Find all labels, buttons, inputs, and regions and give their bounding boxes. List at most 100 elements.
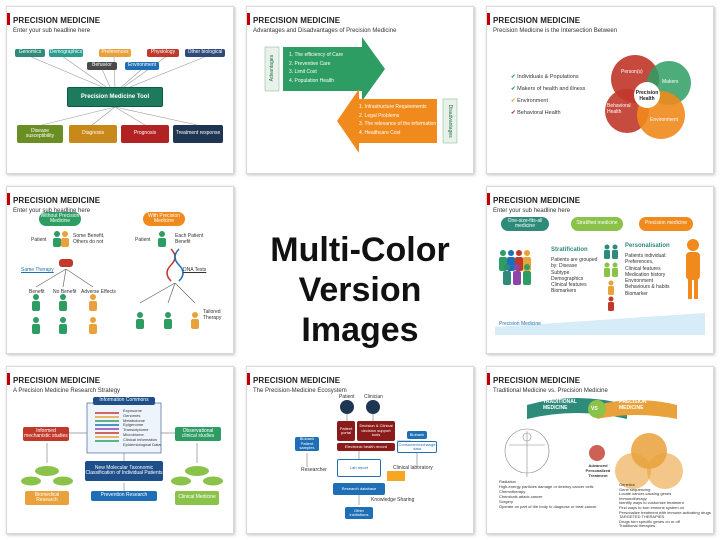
venn-makers: Makers bbox=[662, 79, 679, 85]
slide-subtitle: The Precision-Medicine Ecosystem bbox=[253, 388, 347, 394]
slide-title: PRECISION MEDICINE bbox=[253, 16, 341, 25]
slide-title: PRECISION MEDICINE bbox=[493, 196, 581, 205]
slide-subtitle: Advantages and Disadvantages of Precisio… bbox=[253, 28, 397, 34]
title-accent-bar bbox=[487, 193, 490, 205]
check-list: ✔ Individuals & Populations ✔ Makers of … bbox=[511, 71, 585, 119]
patient-role: Patient bbox=[339, 394, 355, 400]
center-heading: Multi-Color Version Images bbox=[246, 230, 474, 350]
input-genomics: Genomics bbox=[15, 49, 45, 57]
tailored-therapy-label: Tailored Therapy bbox=[203, 309, 222, 322]
checkmark-icon: ✔ bbox=[511, 86, 518, 93]
slide-title: PRECISION MEDICINE bbox=[13, 196, 101, 205]
slide-thumbnail-4[interactable]: PRECISION MEDICINE Enter your sub headli… bbox=[6, 186, 234, 354]
without-badge: Without Precision Medicine bbox=[39, 212, 81, 226]
advantage-item: 1. The efficiency of Care bbox=[289, 52, 344, 58]
patient-portal: Patient portal bbox=[337, 421, 355, 441]
slide-title: PRECISION MEDICINE bbox=[13, 376, 101, 385]
each-benefit-label: Each Patient Benefit bbox=[175, 233, 204, 246]
slide-subtitle: Enter your sub headline here bbox=[13, 208, 91, 214]
electronic-health-record: Electronic health record bbox=[337, 443, 395, 451]
researcher-label: Researcher bbox=[301, 467, 327, 473]
title-accent-bar bbox=[247, 373, 250, 385]
checkmark-icon: ✔ bbox=[511, 98, 518, 105]
input-preferences: Preferences bbox=[99, 49, 131, 57]
output-disease-susceptibility: Disease susceptibility bbox=[17, 125, 63, 143]
slide-title: PRECISION MEDICINE bbox=[493, 376, 581, 385]
venn-diagram bbox=[605, 55, 691, 139]
output-prognosis: Prognosis bbox=[121, 125, 169, 143]
outcome-no-benefit: No Benefit bbox=[53, 289, 77, 295]
slide-thumbnail-2[interactable]: PRECISION MEDICINE Advantages and Disadv… bbox=[246, 6, 474, 174]
disadvantage-item: 4. Healthcare Cost bbox=[359, 129, 401, 136]
title-accent-bar bbox=[7, 373, 10, 385]
slide-thumbnail-1[interactable]: PRECISION MEDICINE Enter your sub headli… bbox=[6, 6, 234, 174]
disadvantage-item: 2. Legal Problems bbox=[359, 112, 400, 119]
population-figures bbox=[495, 239, 705, 335]
prevention-research: Prevention Research bbox=[91, 491, 157, 501]
slide-thumbnail-8[interactable]: PRECISION MEDICINE Traditional Medicine … bbox=[486, 366, 714, 534]
input-demographics: Demographics bbox=[49, 49, 83, 57]
research-strategy-diagram bbox=[21, 402, 223, 491]
title-accent-bar bbox=[7, 13, 10, 25]
some-benefit-label: Some Benefit, Others do not bbox=[73, 233, 105, 246]
check-item: ✔ Individuals & Populations bbox=[511, 74, 579, 80]
personalisation-label: Personalisation bbox=[625, 243, 670, 249]
research-database: Research database bbox=[333, 483, 385, 495]
biobank-box: Biobank bbox=[407, 431, 427, 439]
slide-thumbnail-3[interactable]: PRECISION MEDICINE Precision Medicine is… bbox=[486, 6, 714, 174]
slide-title: PRECISION MEDICINE bbox=[253, 376, 341, 385]
precision-medicine-arrow-label: Precision Medicine bbox=[499, 321, 541, 327]
same-therapy-label: Same Therapy bbox=[21, 267, 54, 273]
advantage-item: 3. Limit Cost bbox=[289, 69, 317, 75]
slide-title: PRECISION MEDICINE bbox=[13, 16, 101, 25]
disadvantage-item: 1. Infrastructure Requirements bbox=[359, 104, 427, 110]
advantage-item: 4. Population Health bbox=[289, 77, 335, 84]
taxonomy-box: New Molecular Taxonomic Classification o… bbox=[85, 461, 163, 481]
output-treatment-response: Treatment response bbox=[173, 125, 223, 143]
check-item: ✔ Environment bbox=[511, 98, 549, 105]
precision-medicine-tool: Precision Medicine Tool bbox=[67, 87, 163, 107]
slide-thumbnail-6[interactable]: PRECISION MEDICINE A Precision Medicine … bbox=[6, 366, 234, 534]
patient-label-left: Patient bbox=[31, 237, 47, 243]
slide-subtitle: Enter your sub headline here bbox=[13, 28, 91, 34]
slide-thumbnail-7[interactable]: PRECISION MEDICINE The Precision-Medicin… bbox=[246, 366, 474, 534]
input-behavior: Behavior bbox=[87, 62, 117, 70]
banner-precision: PRECISION MEDICINE bbox=[619, 399, 647, 412]
title-accent-bar bbox=[7, 193, 10, 205]
venn-person: Person(s) bbox=[621, 69, 643, 75]
banner-traditional: TRADITIONAL MEDICINE bbox=[543, 399, 577, 412]
advantages-list: 1. The efficiency of Care 2. Preventive … bbox=[289, 51, 343, 85]
venn-center: Precision Health bbox=[635, 90, 659, 103]
connector-lines bbox=[28, 55, 208, 126]
information-commons: Information Commons bbox=[93, 397, 155, 405]
advantages-label: Advantages bbox=[268, 54, 275, 82]
clinical-laboratory-label: Clinical laboratory bbox=[393, 465, 433, 471]
clinician-role: Clinician bbox=[364, 394, 383, 400]
slide-subtitle: Enter your sub headline here bbox=[493, 208, 571, 214]
consumer-exchange-data: Consumer/exchange data bbox=[397, 441, 437, 453]
input-environment: Environment bbox=[125, 62, 159, 70]
slide-subtitle: Precision Medicine is the Intersection B… bbox=[493, 28, 618, 34]
other-institutions: Other institutions bbox=[345, 507, 373, 519]
input-physiology: Physiology bbox=[147, 49, 179, 57]
slide-thumbnail-5[interactable]: PRECISION MEDICINE Enter your sub headli… bbox=[486, 186, 714, 354]
clinical-medicine: Clinical Medicine bbox=[175, 491, 219, 505]
title-accent-bar bbox=[247, 13, 250, 25]
outcome-benefit: Benefit bbox=[29, 289, 45, 295]
personalisation-text: Patients individual:Preferences,Clinical… bbox=[625, 253, 670, 297]
checkmark-icon: ✔ bbox=[511, 110, 518, 117]
advantage-item: 2. Preventive Care bbox=[289, 60, 331, 67]
advanced-treatment-label: Advanced Personalized Treatment bbox=[585, 463, 611, 478]
slide-subtitle: A Precision Medicine Research Strategy bbox=[13, 388, 121, 394]
venn-behavioral-health: Behavioral Health bbox=[607, 103, 631, 116]
venn-environment: Environment bbox=[650, 117, 679, 123]
people-icons bbox=[32, 231, 199, 334]
banner-vs: VS bbox=[591, 406, 598, 412]
slide-subtitle: Traditional Medicine vs. Precision Medic… bbox=[493, 388, 608, 394]
disadvantage-item: 3. The relevance of the information bbox=[359, 121, 437, 127]
traditional-vs-precision-graphic bbox=[504, 398, 683, 489]
